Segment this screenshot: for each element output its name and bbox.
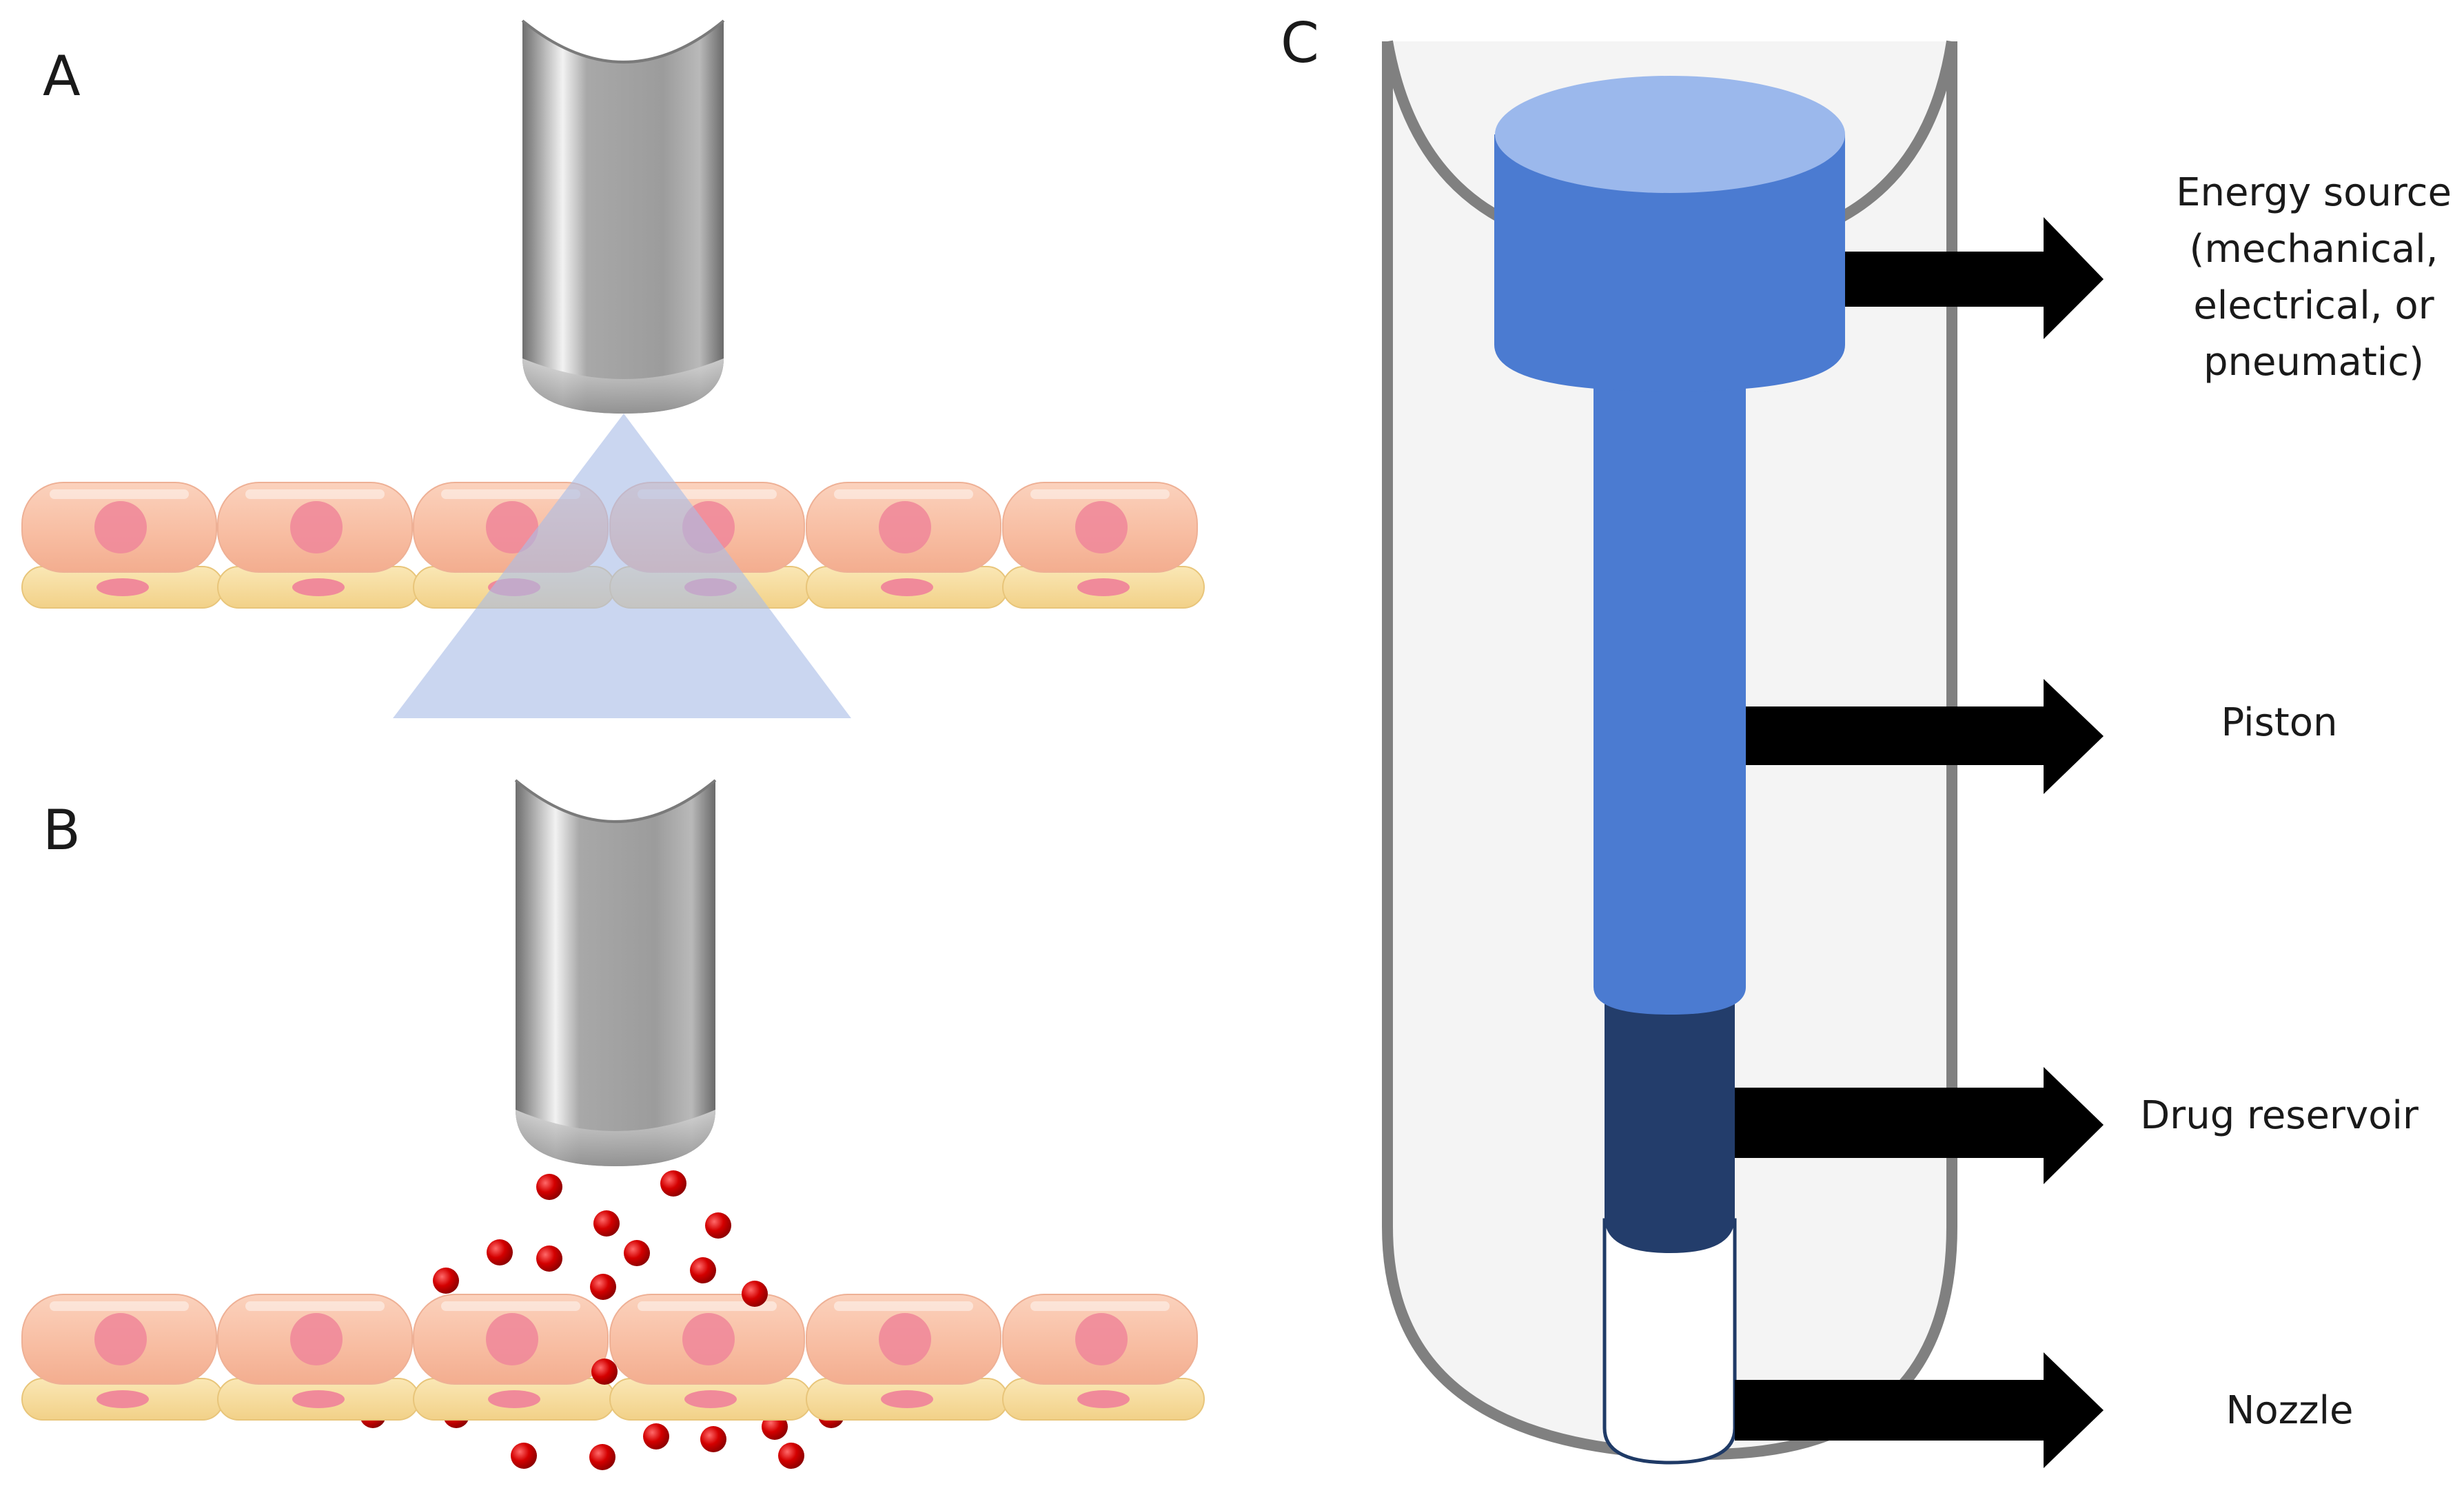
- cell-nucleus: [94, 1313, 147, 1365]
- cell-nucleus: [290, 1313, 343, 1365]
- drug-droplets: [433, 1170, 768, 1385]
- svg-text:(mechanical,: (mechanical,: [2190, 227, 2438, 272]
- drug-droplet: [487, 1239, 513, 1265]
- cell-nucleus: [1077, 1390, 1130, 1408]
- cell-nucleus: [96, 578, 149, 596]
- nozzle-tip: [1602, 1218, 1737, 1465]
- drug-droplet: [511, 1443, 537, 1469]
- cell-nucleus: [1075, 1313, 1128, 1365]
- cell-nucleus: [290, 501, 343, 553]
- drug-droplet: [589, 1444, 615, 1470]
- drug-droplet: [690, 1257, 716, 1283]
- injector-nozzle-icon: [514, 779, 717, 1166]
- cell-nucleus: [684, 1390, 737, 1408]
- cell-nucleus: [96, 1390, 149, 1408]
- right-arrow-icon: [1735, 1352, 2104, 1468]
- skin-cell: [609, 1294, 812, 1421]
- cell-nucleus: [1077, 578, 1130, 596]
- cell-nucleus: [292, 578, 345, 596]
- drug-droplet: [536, 1174, 562, 1200]
- right-arrow-icon: [1845, 217, 2104, 339]
- svg-text:Energy source: Energy source: [2176, 170, 2452, 215]
- cell-nucleus: [881, 578, 933, 596]
- panel-label-b: B: [43, 798, 81, 862]
- skin-cell: [21, 482, 224, 609]
- cell-nucleus: [879, 1313, 931, 1365]
- cell-nucleus: [94, 501, 147, 553]
- energy-source-body: [1494, 76, 1845, 391]
- cell-nucleus: [682, 1313, 735, 1365]
- drug-droplet: [742, 1281, 768, 1307]
- skin-cell: [1002, 1294, 1205, 1421]
- piston-label: Piston: [2221, 700, 2338, 745]
- drug-droplet: [590, 1274, 616, 1300]
- spray-cone: [393, 414, 851, 718]
- piston-shaft: [1594, 372, 1746, 1015]
- panel-label-a: A: [43, 44, 81, 108]
- cell-nucleus: [486, 1313, 538, 1365]
- drug-droplet: [700, 1426, 726, 1452]
- skin-cell: [806, 482, 1008, 609]
- panel-label-c: C: [1281, 11, 1319, 75]
- drug-droplet: [624, 1240, 650, 1266]
- skin-cell-layer-b: [21, 1294, 1205, 1421]
- drug-droplet: [591, 1359, 618, 1385]
- cell-nucleus: [1075, 501, 1128, 553]
- drug-droplet: [705, 1212, 731, 1239]
- drug-droplet: [433, 1268, 459, 1294]
- skin-cell: [217, 482, 420, 609]
- cell-nucleus: [488, 1390, 540, 1408]
- skin-cell: [413, 1294, 615, 1421]
- cell-nucleus: [881, 1390, 933, 1408]
- skin-cell: [217, 1294, 420, 1421]
- drug-droplet: [536, 1245, 562, 1272]
- skin-cell: [21, 1294, 224, 1421]
- drug-droplet: [778, 1443, 804, 1469]
- callout-arrows: [1735, 217, 2104, 1468]
- cell-nucleus: [486, 501, 538, 553]
- cell-nucleus: [292, 1390, 345, 1408]
- right-arrow-icon: [1735, 1067, 2104, 1184]
- skin-cell: [1002, 482, 1205, 609]
- drug-reservoir-label: Drug reservoir: [2140, 1093, 2419, 1138]
- svg-text:electrical, or: electrical, or: [2193, 283, 2434, 328]
- energy-source-label: Energy source (mechanical, electrical, o…: [2176, 170, 2452, 385]
- drug-droplet: [660, 1170, 686, 1197]
- drug-droplet: [593, 1210, 620, 1237]
- cell-nucleus: [879, 501, 931, 553]
- injector-nozzle-icon: [521, 19, 725, 414]
- drug-reservoir-body: [1605, 993, 1735, 1253]
- skin-cell: [806, 1294, 1008, 1421]
- right-arrow-icon: [1746, 679, 2104, 794]
- svg-text:pneumatic): pneumatic): [2203, 340, 2424, 385]
- nozzle-label: Nozzle: [2226, 1388, 2354, 1433]
- drug-droplet: [643, 1423, 669, 1450]
